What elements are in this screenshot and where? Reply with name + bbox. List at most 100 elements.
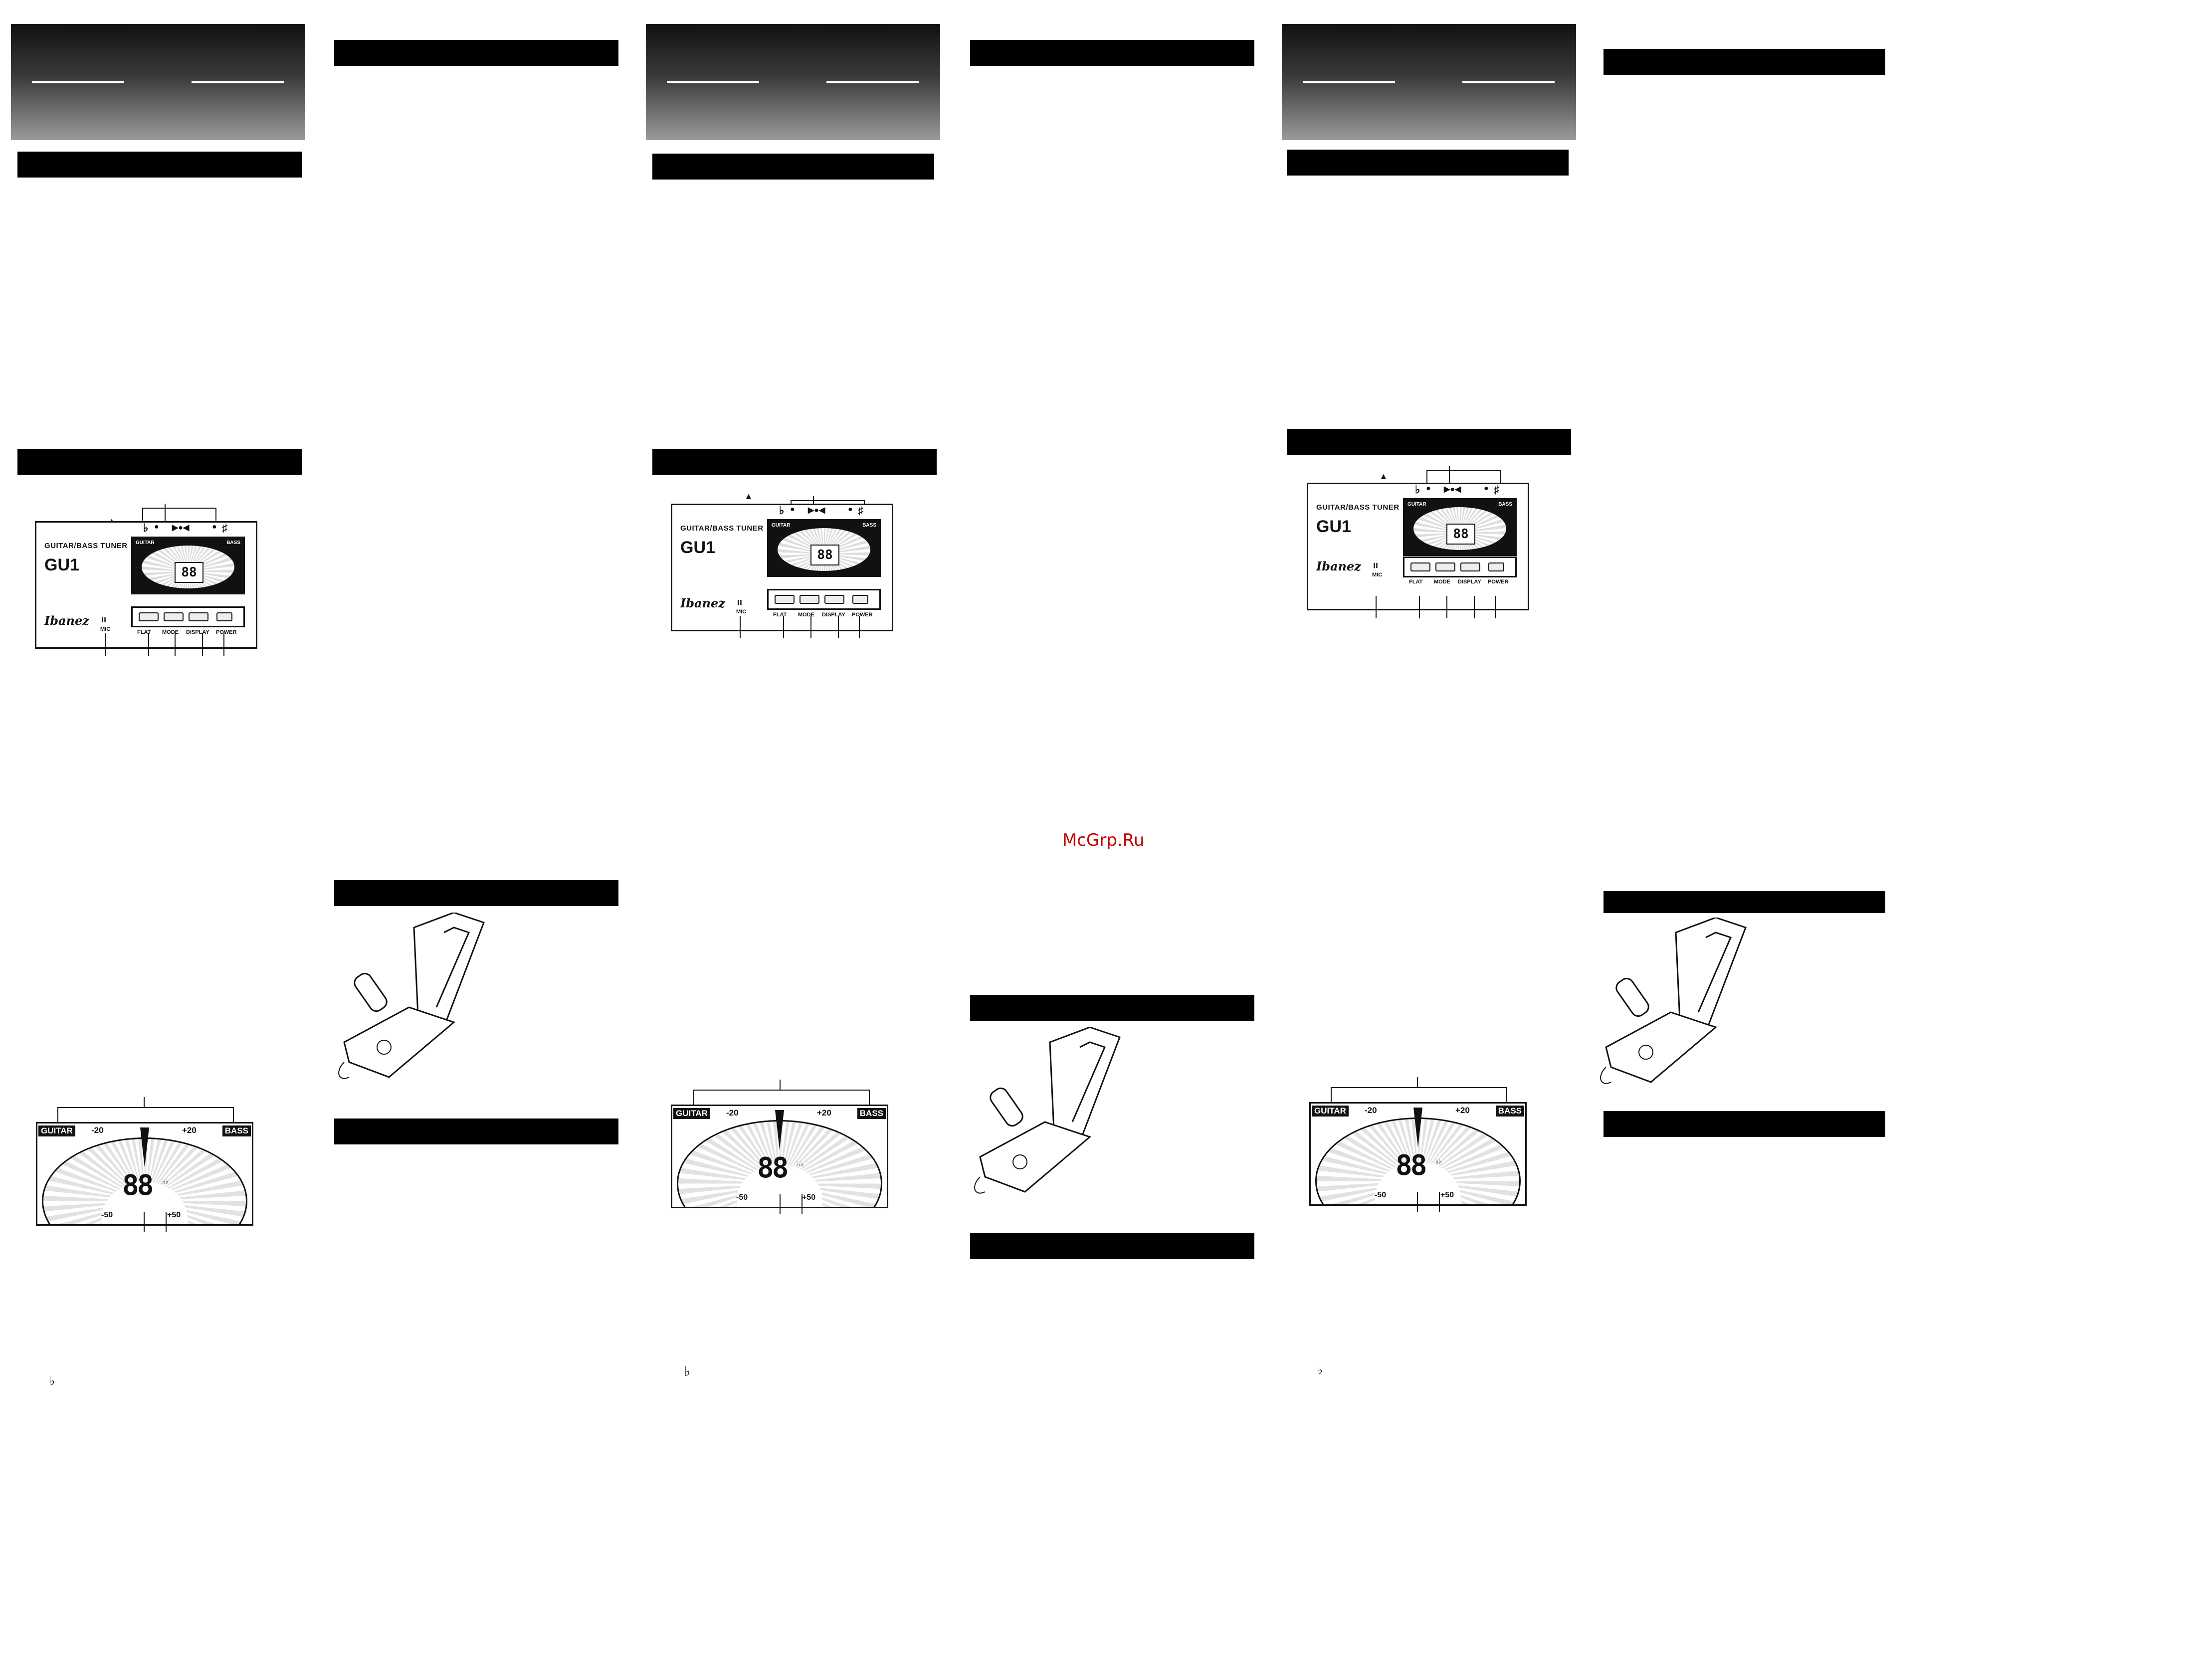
flat-button[interactable] [775,595,795,604]
callout-line [780,1194,781,1214]
callout-line [1446,596,1447,618]
cover-block-2 [646,24,940,140]
power-label: POWER [216,629,237,635]
display-label: DISPLAY [186,629,209,635]
tuner-title: GUITAR/BASS TUNER [44,542,128,550]
minus20-label: -20 [91,1125,104,1135]
section-bar [652,154,934,180]
tuner-title: GUITAR/BASS TUNER [680,524,764,533]
note-digits: 88 [757,1152,789,1184]
mic-label: MIC [736,609,747,615]
lcd-screen: GUITAR BASS 88 [1403,498,1517,556]
callout-line [105,633,106,656]
section-bar [970,1233,1254,1259]
button-row [767,589,881,610]
bass-tag: BASS [1495,1106,1524,1117]
section-bar [17,449,302,475]
flat-symbol: ♭ [49,1373,55,1388]
note-digits: 88 [122,1169,154,1202]
power-button[interactable] [852,595,868,604]
flat-symbol: ♭ [1317,1362,1323,1377]
display-detail: GUITAR -20 +20 BASS 88 ♭♭ -50 +50 [36,1122,253,1226]
cover-rule [826,81,919,83]
note-digits: 88 [1396,1149,1427,1182]
bass-tag: BASS [222,1125,251,1136]
plus20-label: +20 [182,1125,197,1135]
cover-rule [192,81,284,83]
section-bar [17,152,302,178]
power-label: POWER [1488,579,1509,585]
in-tune-arrows-icon: ▶●◀ [1444,485,1461,494]
dot-icon: ● [1484,484,1489,493]
lcd-screen: GUITAR BASS 88 [767,519,881,577]
flat-button[interactable] [1410,562,1430,571]
callout-line [1495,596,1496,618]
lcd-bass-tag: BASS [862,523,876,528]
mode-button[interactable] [164,612,184,621]
section-bar [1287,150,1569,176]
cover-rule [1462,81,1555,83]
lcd-digits: 88 [175,562,203,583]
minus50-label: -50 [1375,1191,1387,1199]
callout-line [1417,1077,1418,1088]
mode-button[interactable] [800,595,819,604]
callout-bracket [57,1107,234,1125]
plus50-label: +50 [1440,1191,1454,1199]
cover-rule [667,81,759,83]
cover-block-3 [1282,24,1576,140]
lcd-screen: GUITAR BASS 88 [131,537,245,594]
tuner-model: GU1 [44,556,79,574]
tuner-panel: GUITAR/BASS TUNER GU1 ♭ ● ▶●◀ ● ♯ GUITAR… [1307,483,1529,610]
callout-line [1419,596,1420,618]
watermark: McGrp.Ru [1062,830,1145,850]
display-button[interactable] [1460,562,1480,571]
flat-label: FLAT [1409,579,1423,585]
needle-icon [1413,1108,1422,1147]
callout-line [780,1080,781,1091]
callout-line [783,616,784,638]
flat-marks: ♭♭ [1435,1157,1442,1165]
cover-rule [32,81,124,83]
up-triangle-icon: ▲ [1379,471,1388,481]
mic-label: MIC [1372,572,1383,578]
brand-logo: Ibanez [1316,559,1361,573]
callout-line [1439,1192,1440,1212]
flat-button[interactable] [139,612,159,621]
minus50-label: -50 [736,1193,748,1202]
sharp-symbol: ♯ [1494,483,1499,496]
mode-button[interactable] [1435,562,1455,571]
flat-symbol: ♭ [1415,483,1420,496]
lcd-guitar-tag: GUITAR [136,540,155,546]
up-triangle-icon: ▲ [744,491,753,501]
brand-logo: Ibanez [44,613,89,628]
dot-icon: ● [154,523,159,531]
lcd-bass-tag: BASS [1498,502,1512,507]
display-button[interactable] [189,612,208,621]
display-detail: GUITAR -20 +20 BASS 88 ♭♭ -50 +50 [1309,1102,1527,1206]
callout-bracket [1331,1087,1507,1105]
power-button[interactable] [1488,562,1504,571]
button-row [1403,557,1517,577]
callout-line [1474,596,1475,618]
section-bar [1287,429,1571,455]
section-bar [334,880,618,906]
section-bar [334,1119,618,1144]
tuner-model: GU1 [680,538,715,557]
power-button[interactable] [216,612,232,621]
callout-line [740,616,741,638]
brand-logo: Ibanez [680,596,725,610]
display-button[interactable] [824,595,844,604]
tuner-panel: GUITAR/BASS TUNER GU1 ♭ ● ▶●◀ ● ♯ GUITAR… [671,504,893,631]
lcd-bass-tag: BASS [226,540,240,546]
in-tune-arrows-icon: ▶●◀ [808,506,825,515]
battery-compartment-illustration [334,912,499,1097]
dot-icon: ● [848,505,853,514]
dot-icon: ● [1426,484,1431,493]
callout-line [144,1097,145,1108]
display-label: DISPLAY [822,612,845,618]
callout-line [810,616,811,638]
display-label: DISPLAY [1458,579,1481,585]
section-bar [334,40,618,66]
plus20-label: +20 [1455,1106,1470,1115]
flat-symbol: ♭ [684,1364,691,1379]
